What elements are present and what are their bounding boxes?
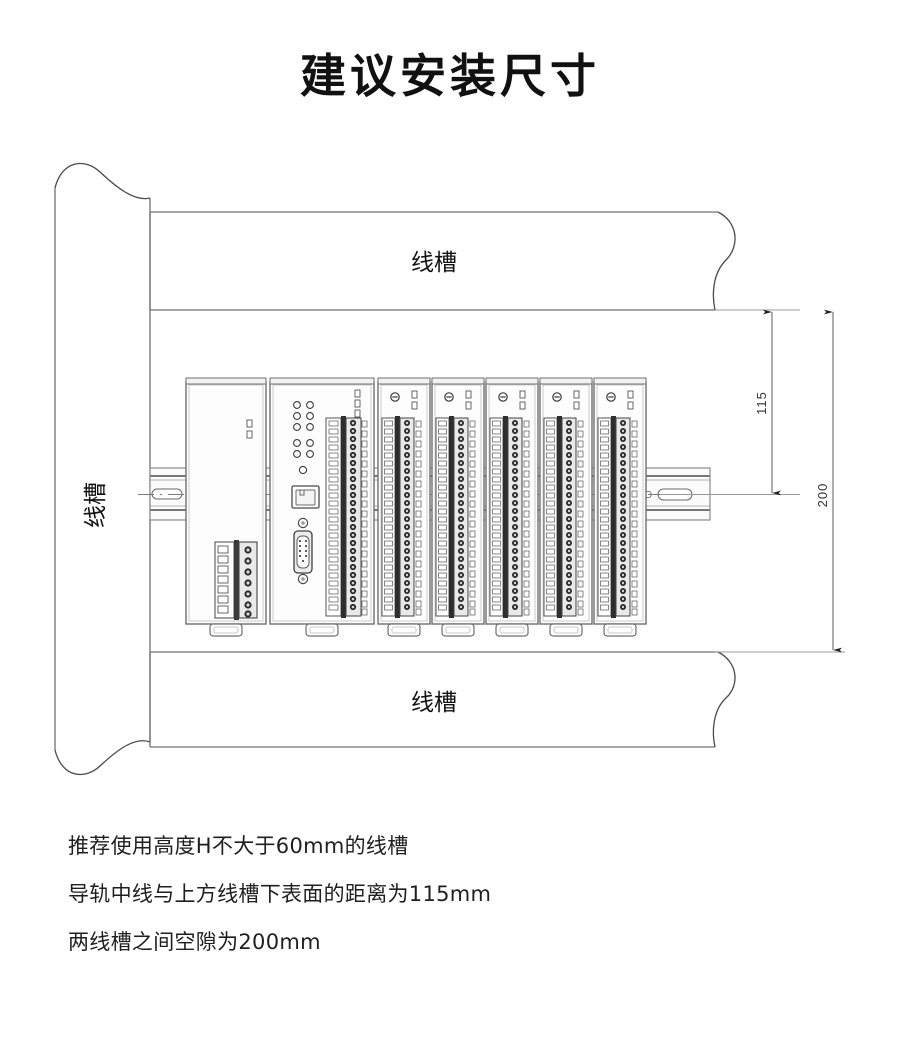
io-module-group: [431, 377, 647, 637]
status-indicator-icon: [246, 419, 253, 439]
io-terminal-strip[interactable]: [489, 416, 530, 618]
left-wire-duct: 线槽: [54, 163, 151, 775]
din-clip-tab: [495, 623, 529, 637]
top-duct-label: 线槽: [411, 250, 457, 276]
io-module-3[interactable]: [485, 377, 539, 637]
db9-serial-port[interactable]: [293, 517, 313, 585]
din-clip-tab: [441, 623, 475, 637]
din-clip-tab: [549, 623, 583, 637]
io-led-icon: [573, 390, 580, 410]
note-line-1: 推荐使用高度H不大于60mm的线槽: [68, 834, 409, 858]
note-line-2: 导轨中线与上方线槽下表面的距离为115mm: [68, 882, 492, 906]
cpu-io-indicator-icon: [354, 389, 361, 418]
note-line-3: 两线槽之间空隙为200mm: [68, 930, 321, 954]
din-clip-tab: [603, 623, 637, 637]
notes-block: 推荐使用高度H不大于60mm的线槽 导轨中线与上方线槽下表面的距离为115mm …: [68, 836, 828, 980]
cpu-status-leds: [293, 401, 314, 475]
plc-rack: [185, 377, 431, 637]
screw-icon: [444, 392, 454, 402]
cpu-module[interactable]: [269, 377, 375, 637]
io-module-2[interactable]: [431, 377, 485, 637]
installation-diagram: 线槽 线槽 线槽: [54, 163, 845, 775]
dimension-200-label: 200: [815, 483, 830, 508]
cpu-terminal-strip[interactable]: [325, 416, 368, 618]
din-clip-tab: [387, 623, 421, 637]
screw-icon: [498, 392, 508, 402]
io-led-icon: [627, 390, 634, 410]
page-title: 建议安装尺寸: [300, 49, 600, 103]
io-terminal-strip[interactable]: [381, 416, 422, 618]
io-module-4[interactable]: [539, 377, 593, 637]
power-supply-module[interactable]: [185, 377, 267, 637]
din-clip-tab: [209, 623, 243, 637]
dimension-115-label: 115: [754, 391, 769, 415]
screw-icon: [552, 392, 562, 402]
io-led-icon: [519, 390, 526, 410]
screw-icon: [606, 392, 616, 402]
bottom-wire-duct: 线槽: [149, 651, 736, 748]
screw-icon: [390, 392, 400, 402]
io-led-icon: [411, 390, 418, 410]
io-terminal-strip[interactable]: [435, 416, 476, 618]
power-terminal-block[interactable]: [214, 540, 258, 620]
io-led-icon: [465, 390, 472, 410]
bottom-duct-label: 线槽: [411, 690, 457, 716]
io-module-1[interactable]: [377, 377, 431, 637]
dimension-200: 200: [715, 309, 845, 653]
io-terminal-strip[interactable]: [597, 416, 638, 618]
left-duct-label: 线槽: [83, 482, 109, 528]
rj45-ethernet-port[interactable]: [291, 485, 320, 509]
io-module-5[interactable]: [593, 377, 647, 637]
dimension-115: 115: [660, 309, 800, 496]
io-terminal-strip[interactable]: [543, 416, 584, 618]
din-clip-tab: [305, 623, 339, 637]
top-wire-duct: 线槽: [149, 211, 736, 311]
